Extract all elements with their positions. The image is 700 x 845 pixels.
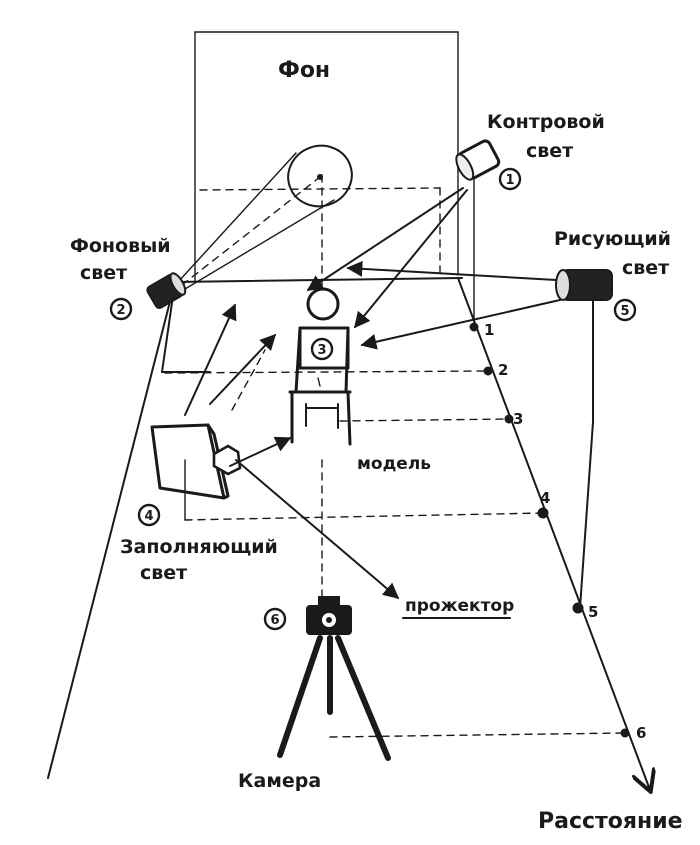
- distance-point-4: [537, 507, 549, 519]
- badge-camera: 6: [263, 607, 287, 631]
- badges: 1 2 3 4 5 6: [109, 167, 637, 631]
- background-light-beam: [177, 144, 353, 293]
- svg-text:5: 5: [620, 304, 629, 319]
- distance-points: 1 2 3 4 5 6: [469, 321, 646, 742]
- badge-model: 3: [310, 337, 334, 361]
- guide-lines: [164, 174, 626, 738]
- badge-background-light: 2: [109, 297, 133, 321]
- rim-light: [306, 139, 501, 331]
- distance-tick-4: 4: [540, 489, 550, 507]
- distance-point-3: [504, 414, 514, 424]
- badge-key-light: 5: [613, 298, 637, 322]
- distance-point-2: [483, 366, 493, 376]
- label-rim-light-line1: Контровой: [487, 111, 605, 133]
- distance-point-6: [620, 728, 630, 738]
- label-background: Фон: [278, 58, 330, 83]
- label-fill-light-line2: свет: [140, 562, 187, 584]
- camera: [277, 596, 391, 761]
- key-light: [346, 260, 613, 609]
- label-rim-light-line2: свет: [526, 140, 573, 162]
- svg-text:1: 1: [505, 173, 514, 188]
- distance-tick-2: 2: [498, 361, 508, 379]
- badge-rim-light: 1: [498, 167, 522, 191]
- label-model: модель: [357, 454, 431, 474]
- svg-text:4: 4: [144, 509, 153, 524]
- background-light: [146, 272, 187, 309]
- distance-point-5: [572, 602, 584, 614]
- distance-tick-6: 6: [636, 724, 646, 742]
- badge-fill-light: 4: [137, 503, 161, 527]
- spotlight: [212, 436, 400, 600]
- label-camera: Камера: [238, 770, 321, 792]
- label-fill-light-line1: Заполняющий: [120, 536, 278, 558]
- svg-text:3: 3: [317, 343, 326, 358]
- fill-light: [150, 303, 277, 521]
- label-background-light-line2: свет: [80, 262, 127, 284]
- label-distance: Расстояние: [538, 809, 683, 834]
- distance-point-1: [469, 322, 479, 332]
- background-light-icon: [146, 272, 187, 309]
- distance-tick-1: 1: [484, 321, 494, 339]
- label-key-light-line2: свет: [622, 257, 669, 279]
- label-background-light-line1: Фоновый: [70, 235, 171, 257]
- label-key-light-line1: Рисующий: [554, 228, 671, 250]
- key-light-icon: [555, 269, 613, 301]
- svg-text:6: 6: [270, 613, 279, 628]
- backdrop: [47, 31, 650, 790]
- label-spotlight: прожектор: [405, 596, 514, 616]
- distance-tick-5: 5: [588, 603, 598, 621]
- svg-text:2: 2: [116, 303, 125, 318]
- labels: Фон Контровой свет Фоновый свет Рисующий…: [70, 58, 683, 834]
- model: [288, 287, 352, 446]
- rim-light-icon: [455, 139, 501, 181]
- distance-tick-3: 3: [513, 410, 523, 428]
